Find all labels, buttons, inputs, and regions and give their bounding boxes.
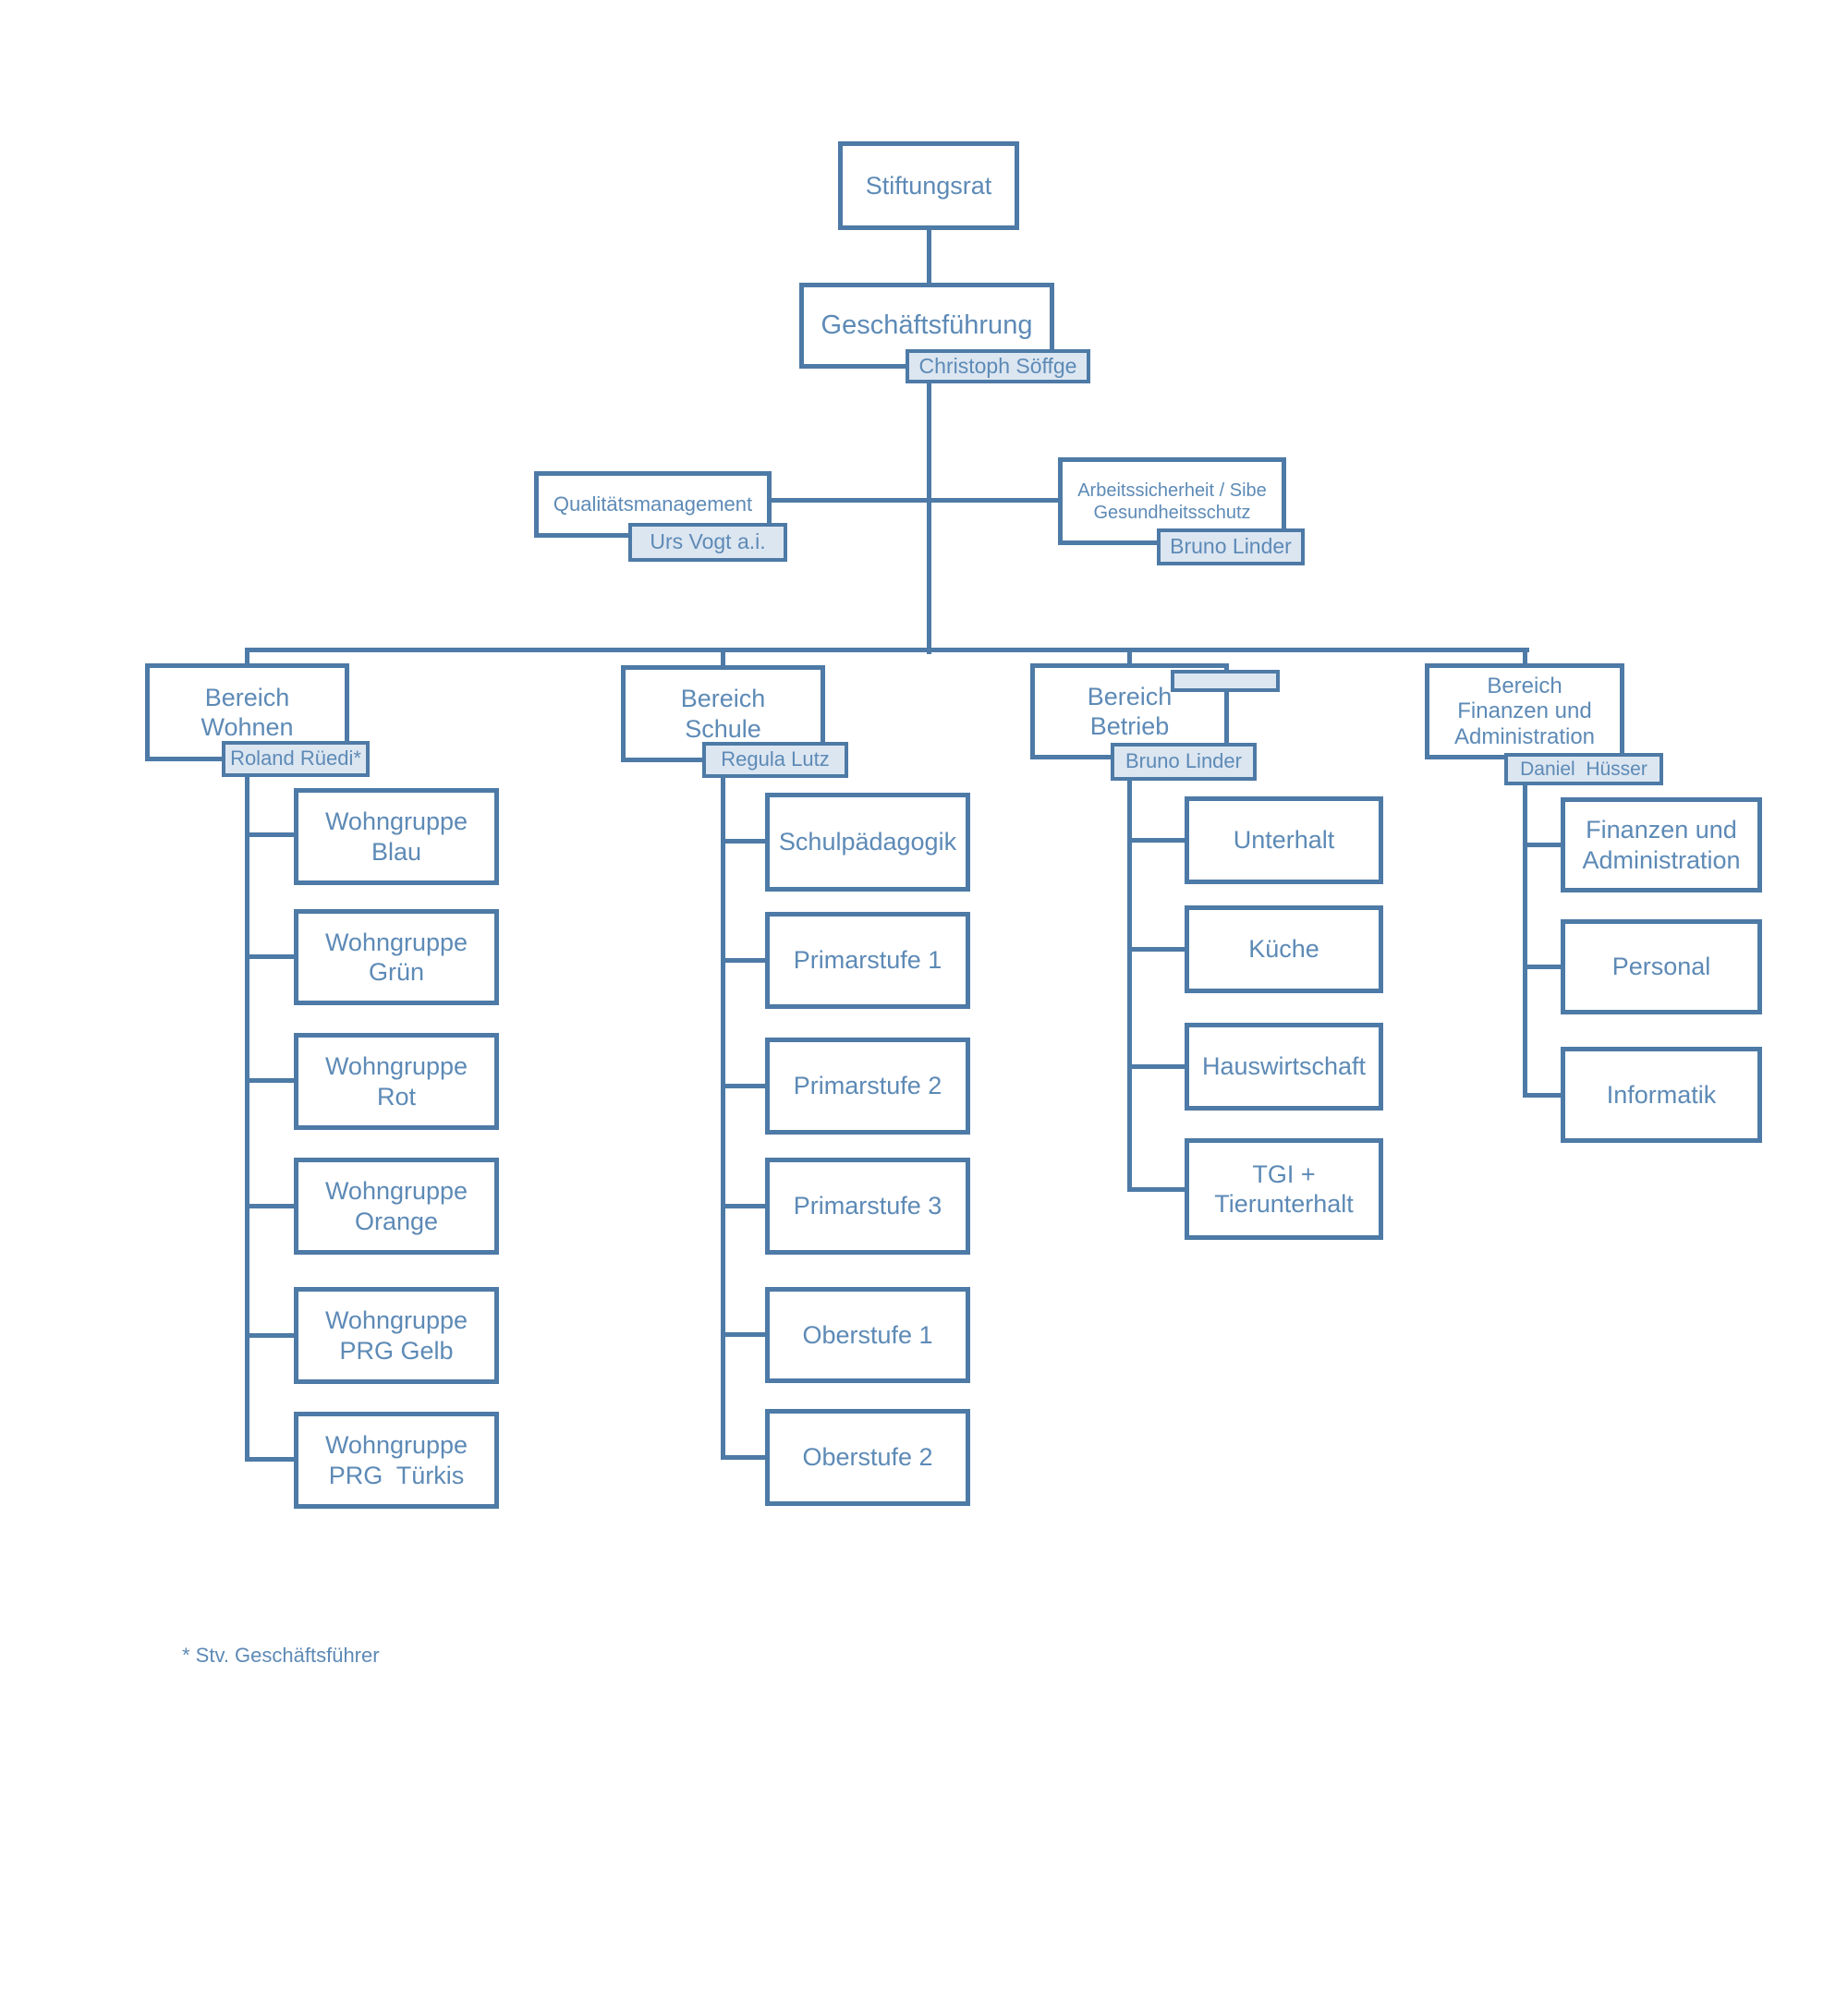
person-tag-regula-lutz: Regula Lutz — [702, 742, 848, 778]
connector-line — [770, 498, 1060, 503]
person-tag-empty — [1171, 670, 1280, 692]
node-schulpaedagogik: Schulpädagogik — [765, 793, 970, 892]
node-personal: Personal — [1561, 919, 1762, 1014]
node-hauswirtschaft: Hauswirtschaft — [1185, 1023, 1383, 1111]
connector-line — [245, 1078, 296, 1083]
connector-line — [1523, 648, 1527, 668]
connector-line — [721, 839, 767, 844]
node-stiftungsrat: Stiftungsrat — [838, 141, 1019, 230]
node-kueche: Küche — [1185, 905, 1383, 993]
node-primarstufe-3: Primarstufe 3 — [765, 1158, 970, 1255]
connector-line — [721, 760, 725, 1460]
connector-line — [721, 1084, 767, 1088]
connector-line — [245, 1333, 296, 1338]
person-tag-bruno-linder-sibe: Bruno Linder — [1157, 528, 1305, 565]
connector-line — [1523, 1093, 1562, 1098]
connector-line — [245, 832, 296, 837]
node-unterhalt: Unterhalt — [1185, 796, 1383, 884]
connector-line — [245, 758, 249, 1462]
connector-line — [721, 1332, 767, 1337]
node-finanzen-administration: Finanzen und Administration — [1561, 797, 1762, 892]
connector-line — [1127, 838, 1186, 843]
node-wohngruppe-prg-tuerkis: Wohngruppe PRG Türkis — [294, 1412, 499, 1509]
node-bereich-finanzen: Bereich Finanzen und Administration — [1425, 663, 1624, 759]
connector-line — [1127, 1187, 1186, 1192]
person-tag-christoph-soeffge: Christoph Söffge — [906, 349, 1090, 383]
node-wohngruppe-gruen: Wohngruppe Grün — [294, 909, 499, 1005]
connector-line — [245, 954, 296, 959]
connector-line — [245, 648, 1529, 652]
connector-line — [1127, 760, 1132, 1190]
connector-line — [721, 648, 725, 670]
connector-line — [721, 1204, 767, 1208]
connector-line — [245, 648, 249, 668]
connector-line — [1127, 947, 1186, 952]
connector-line — [1127, 1064, 1186, 1069]
connector-line — [1127, 648, 1132, 668]
node-wohngruppe-rot: Wohngruppe Rot — [294, 1033, 499, 1130]
node-wohngruppe-blau: Wohngruppe Blau — [294, 788, 499, 885]
connector-line — [1523, 760, 1527, 1095]
node-informatik: Informatik — [1561, 1047, 1762, 1143]
connector-line — [1523, 843, 1562, 847]
person-tag-bruno-linder-betrieb: Bruno Linder — [1111, 743, 1257, 781]
node-primarstufe-2: Primarstufe 2 — [765, 1038, 970, 1135]
footnote: * Stv. Geschäftsführer — [182, 1644, 380, 1667]
connector-line — [927, 230, 931, 285]
node-tgi-tierunterhalt: TGI + Tierunterhalt — [1185, 1138, 1383, 1240]
connector-line — [245, 1204, 296, 1208]
person-tag-urs-vogt: Urs Vogt a.i. — [628, 523, 787, 562]
node-wohngruppe-prg-gelb: Wohngruppe PRG Gelb — [294, 1287, 499, 1384]
connector-line — [245, 1457, 296, 1462]
person-tag-roland-rueedi: Roland Rüedi* — [222, 741, 370, 777]
node-oberstufe-2: Oberstufe 2 — [765, 1409, 970, 1506]
node-wohngruppe-orange: Wohngruppe Orange — [294, 1158, 499, 1255]
node-oberstufe-1: Oberstufe 1 — [765, 1287, 970, 1383]
connector-line — [1523, 965, 1562, 969]
node-primarstufe-1: Primarstufe 1 — [765, 912, 970, 1009]
connector-line — [721, 1455, 767, 1460]
connector-line — [721, 958, 767, 963]
connector-line — [927, 367, 931, 654]
person-tag-daniel-huesser: Daniel Hüsser — [1504, 753, 1663, 785]
